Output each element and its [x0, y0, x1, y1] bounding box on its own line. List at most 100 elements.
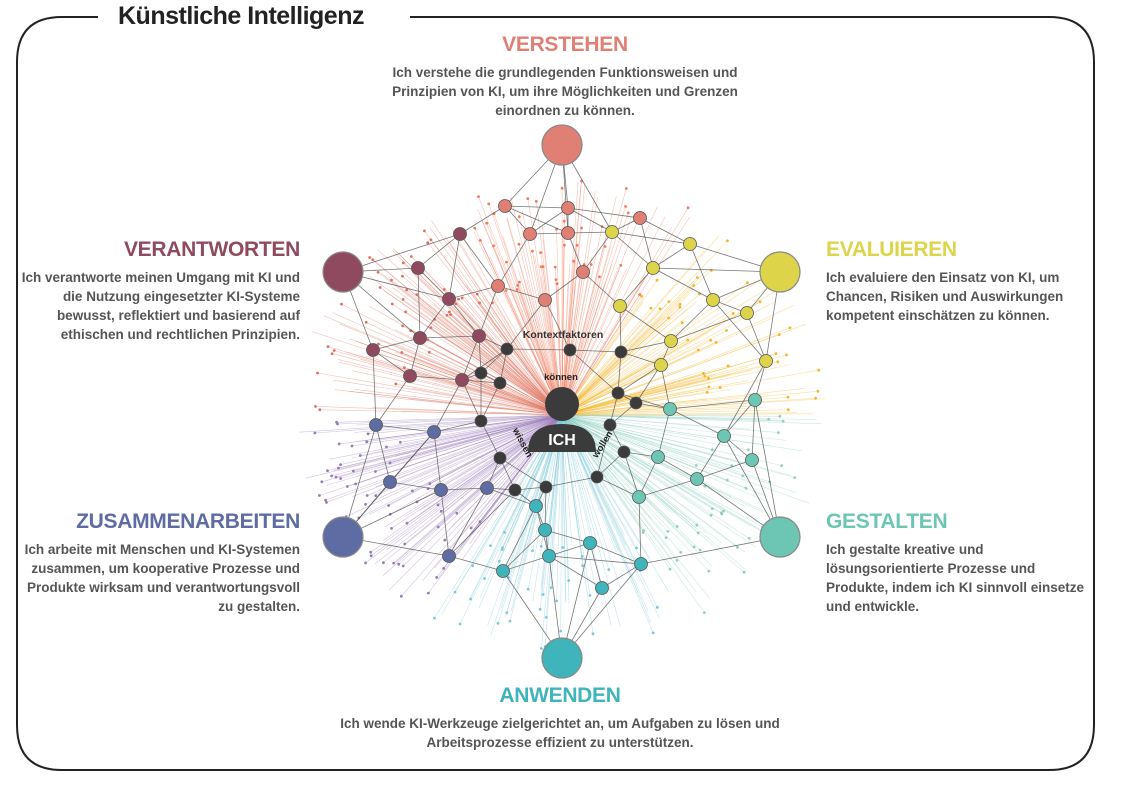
- network-edge: [372, 337, 421, 351]
- fan-dot: [364, 561, 367, 565]
- fan-ray: [480, 239, 563, 416]
- fan-ray: [341, 303, 563, 416]
- fan-ray: [401, 352, 563, 416]
- network-edge: [502, 529, 546, 572]
- fan-ray: [402, 275, 563, 416]
- fan-ray: [466, 285, 563, 416]
- network-edge: [375, 424, 391, 483]
- fan-ray: [561, 340, 711, 416]
- fan-dot: [442, 567, 446, 570]
- fan-ray: [561, 369, 819, 416]
- fan-dot: [337, 466, 340, 470]
- fan-ray: [561, 330, 727, 416]
- fan-ray: [561, 388, 806, 416]
- fan-ray: [561, 293, 700, 416]
- fan-ray: [561, 414, 795, 478]
- fan-ray: [561, 414, 756, 548]
- fan-dot: [776, 360, 780, 364]
- fan-ray: [561, 339, 688, 416]
- fan-ray: [352, 370, 563, 416]
- network-edge: [375, 375, 411, 426]
- fan-ray: [434, 319, 563, 416]
- network-node: [748, 393, 762, 407]
- fan-dot: [339, 463, 342, 466]
- network-node: [413, 331, 427, 345]
- fan-dot: [403, 542, 407, 546]
- fan-ray: [365, 414, 563, 505]
- fan-ray: [352, 414, 563, 459]
- fan-ray: [561, 276, 766, 416]
- fan-ray: [561, 245, 565, 416]
- fan-dot: [479, 239, 482, 242]
- fan-ray: [355, 414, 563, 485]
- context-label: Kontextfaktoren: [523, 329, 604, 341]
- fan-dot: [560, 186, 564, 190]
- fan-dot: [710, 507, 714, 510]
- fan-dot: [736, 546, 739, 549]
- fan-dot: [707, 385, 711, 389]
- network-node: [434, 483, 448, 497]
- fan-dot: [785, 353, 788, 357]
- fan-ray: [561, 366, 749, 416]
- fan-ray: [337, 359, 563, 416]
- network-node: [561, 201, 575, 215]
- fan-ray: [450, 314, 563, 416]
- fan-ray: [541, 224, 563, 416]
- fan-ray: [333, 379, 563, 416]
- fan-dot: [515, 288, 519, 291]
- network-edge: [440, 489, 450, 557]
- fan-ray: [335, 414, 563, 478]
- fan-ray: [395, 351, 563, 416]
- network-edge: [751, 399, 756, 461]
- fan-dot: [473, 226, 477, 230]
- fan-dot: [365, 440, 369, 444]
- fan-dot: [703, 374, 707, 378]
- fan-ray: [393, 343, 563, 416]
- fan-ray: [473, 231, 563, 416]
- fan-dot: [364, 503, 367, 506]
- network-edge: [635, 364, 662, 404]
- fan-ray: [561, 389, 731, 416]
- fan-ray: [416, 261, 563, 416]
- fan-dot: [707, 569, 711, 573]
- network-edge: [440, 487, 488, 491]
- network-node: [474, 366, 488, 380]
- node-evaluieren: [759, 251, 801, 293]
- fan-ray: [381, 414, 563, 454]
- fan-ray: [474, 227, 563, 416]
- fan-ray: [561, 317, 669, 416]
- fan-ray: [561, 185, 582, 416]
- network-edge: [589, 542, 603, 589]
- fan-dot: [423, 229, 426, 233]
- network-edge: [529, 207, 569, 235]
- fan-ray: [326, 414, 563, 503]
- network-node: [745, 453, 759, 467]
- network-node: [455, 373, 469, 387]
- fan-dot: [330, 352, 334, 355]
- fan-dot: [678, 305, 682, 309]
- network-node: [595, 581, 609, 595]
- fan-ray: [299, 414, 563, 433]
- fan-dot: [505, 260, 508, 264]
- network-edge: [389, 481, 442, 491]
- fan-ray: [561, 373, 731, 416]
- fan-dot: [694, 464, 698, 467]
- fan-ray: [561, 414, 784, 421]
- fan-ray: [561, 251, 704, 416]
- fan-ray: [430, 227, 563, 416]
- fan-ray: [450, 227, 563, 416]
- fan-dot: [469, 526, 473, 530]
- fan-ray: [375, 414, 563, 495]
- network-edge: [417, 267, 421, 339]
- fan-ray: [375, 414, 563, 487]
- fan-dot: [442, 288, 446, 291]
- network-node: [646, 261, 660, 275]
- pillar-text: Ich verantworte meinen Umgang mit KI und…: [21, 270, 300, 342]
- network-node: [706, 293, 720, 307]
- fan-ray: [392, 287, 563, 416]
- fan-dot: [382, 561, 385, 565]
- fan-ray: [427, 414, 563, 489]
- fan-ray: [561, 414, 749, 451]
- fan-ray: [561, 413, 814, 416]
